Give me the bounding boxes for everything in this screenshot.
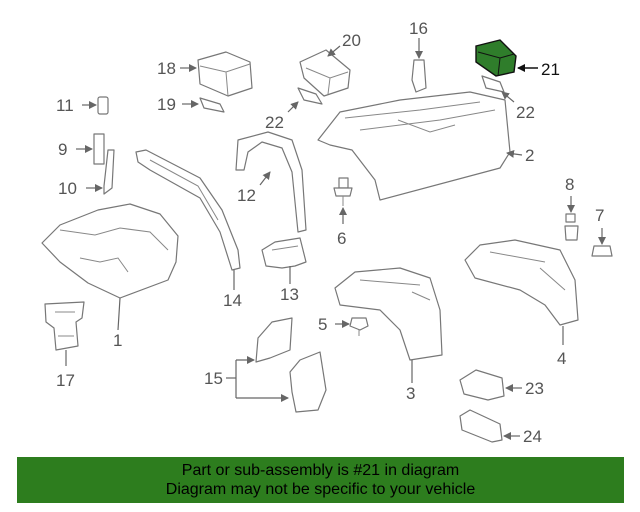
callout-14: 14: [223, 291, 242, 310]
part-22-bulb-left: [297, 87, 323, 105]
callout-3: 3: [406, 384, 415, 403]
part-19-bulb: [199, 97, 225, 113]
part-4-wheelhouse-liner: [464, 239, 579, 326]
part-24-seal: [459, 409, 503, 443]
part-2-wheelhouse-panel: [317, 91, 511, 201]
part-15-panels: [255, 317, 327, 413]
leader-20: [327, 45, 341, 57]
leader-22-right: [501, 91, 515, 103]
callout-7: 7: [595, 206, 604, 225]
callout-1: 1: [113, 331, 122, 350]
info-banner: Part or sub-assembly is #21 in diagram D…: [17, 457, 624, 503]
callout-19: 19: [157, 95, 176, 114]
callout-20: 20: [342, 31, 361, 50]
part-10-strip: [103, 149, 115, 195]
callout-15: 15: [204, 369, 223, 388]
part-21-highlighted-lamp: [475, 39, 517, 77]
callout-21: 21: [541, 60, 560, 79]
banner-line-1: Part or sub-assembly is #21 in diagram: [181, 462, 460, 479]
callout-23: 23: [525, 379, 544, 398]
callout-12: 12: [237, 186, 256, 205]
callout-22-left: 22: [265, 113, 284, 132]
callout-5: 5: [318, 315, 327, 334]
callout-2: 2: [525, 146, 534, 165]
callout-16: 16: [409, 19, 428, 38]
part-12-wheel-arch: [235, 131, 307, 233]
callout-24: 24: [523, 427, 542, 446]
callout-18: 18: [157, 59, 176, 78]
callout-11: 11: [56, 96, 74, 115]
part-5-push-clip: [349, 317, 369, 336]
callout-4: 4: [557, 349, 566, 368]
callout-10: 10: [58, 179, 77, 198]
part-1-housing-cover: [41, 203, 179, 299]
part-6-fastener: [333, 177, 353, 206]
callout-9: 9: [58, 140, 67, 159]
leader-12: [259, 171, 271, 186]
callout-6: 6: [337, 229, 346, 248]
leader-1: [117, 297, 121, 331]
banner-line-2: Diagram may not be specific to your vehi…: [165, 481, 476, 498]
part-22-bulb-right: [481, 75, 505, 93]
part-7-plug: [591, 245, 613, 257]
part-17-bracket: [44, 301, 85, 351]
leader-22-left: [287, 101, 299, 113]
part-8-clip: [564, 213, 579, 241]
part-9-bracket: [93, 133, 105, 165]
part-14-rail: [135, 149, 241, 271]
part-20-lamp-housing: [299, 49, 351, 97]
callout-13: 13: [280, 285, 299, 304]
callout-22-right: 22: [516, 103, 535, 122]
callout-8: 8: [565, 175, 574, 194]
callout-17: 17: [56, 371, 75, 390]
part-13-bracket: [261, 237, 307, 269]
part-3-wheelhouse-liner: [334, 267, 443, 361]
part-11-pad: [97, 96, 109, 115]
part-23-cover: [459, 369, 505, 401]
part-18-lamp-housing: [197, 51, 253, 97]
part-16-strip: [411, 59, 427, 93]
parts-diagram: 1 2 3 4 5 6 7 8: [41, 19, 613, 446]
leader-2: [506, 149, 523, 158]
